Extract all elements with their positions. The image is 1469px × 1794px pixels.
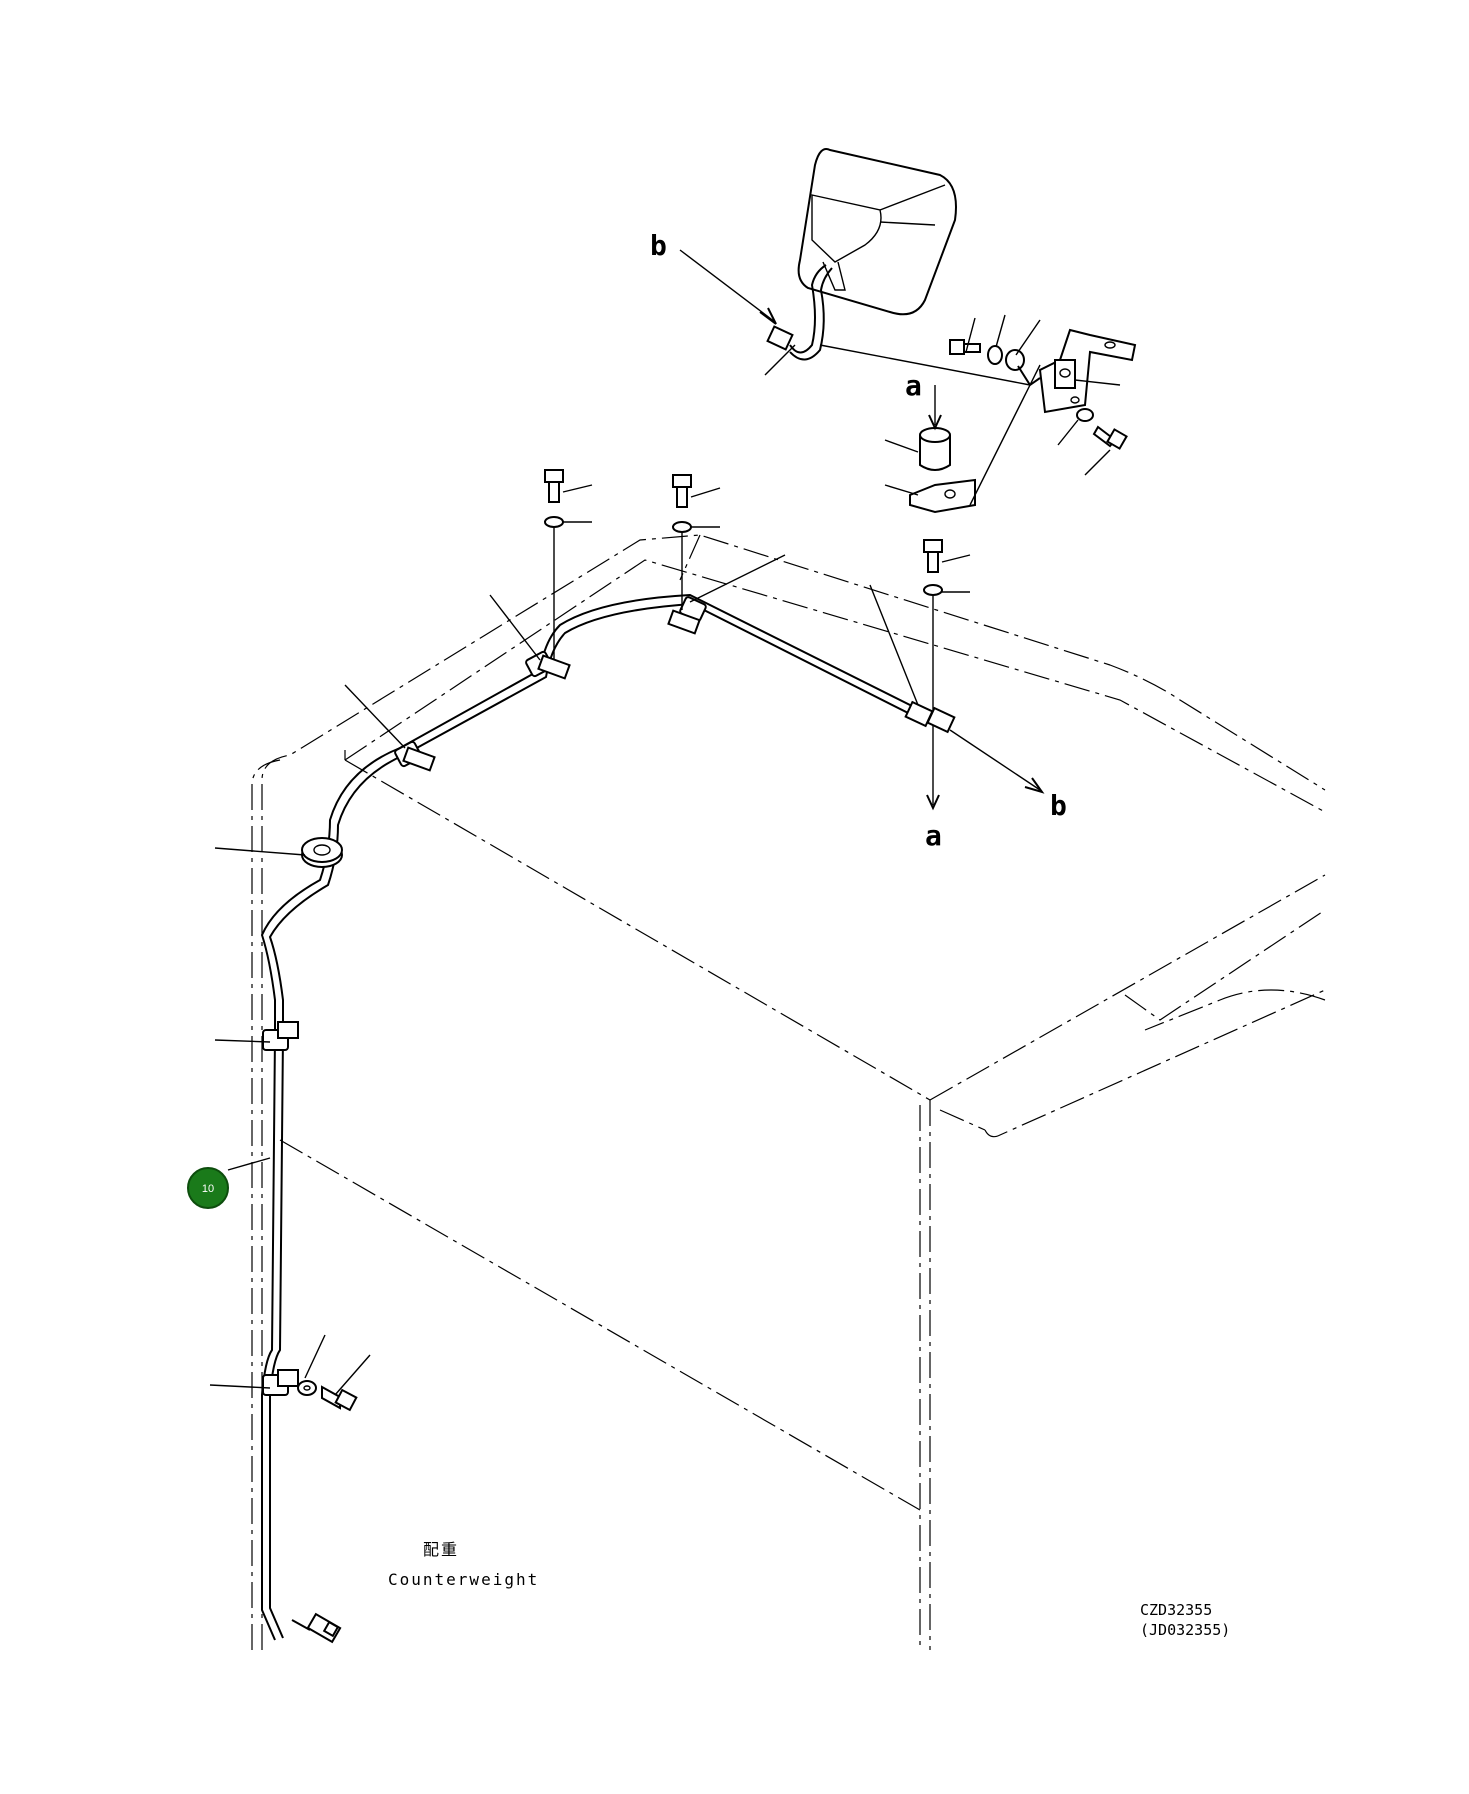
- lower-bolt: [297, 1380, 358, 1412]
- grommet: [301, 837, 343, 868]
- clamp-bracket: [667, 609, 701, 635]
- callout-badge-circle[interactable]: [187, 1167, 229, 1209]
- lamp-connector: [766, 325, 794, 351]
- clamp-bracket: [277, 1369, 299, 1387]
- callout-badge-10[interactable]: 10: [187, 1167, 229, 1209]
- mount-bolts: [544, 469, 943, 811]
- counterweight-outline: [251, 534, 1326, 1650]
- wire-harness: [260, 593, 931, 1641]
- leader-lines: [209, 221, 1121, 1396]
- caption-english: Counterweight: [388, 1570, 539, 1589]
- clamp-bracket: [277, 1021, 299, 1039]
- caption-japanese: 配重: [423, 1540, 459, 1559]
- work-lamp: [766, 148, 1031, 386]
- drawing-code: CZD32355: [1140, 1601, 1212, 1619]
- callout-badge-label[interactable]: 10: [202, 1183, 214, 1195]
- label-a-bottom: a: [925, 819, 942, 852]
- lamp-bracket: [679, 249, 1137, 514]
- end-connector: [306, 1612, 342, 1644]
- clamp-bracket: [402, 746, 436, 772]
- clamp-bracket: [537, 654, 571, 680]
- label-a-top: a: [905, 369, 922, 402]
- drawing-code-secondary: (JD032355): [1140, 1621, 1230, 1639]
- reference-letters: b a a b: [650, 229, 1067, 852]
- harness-clamps: [262, 596, 707, 1396]
- label-b-top: b: [650, 229, 667, 262]
- side-connector: [904, 700, 1045, 794]
- label-b-right: b: [1050, 789, 1067, 822]
